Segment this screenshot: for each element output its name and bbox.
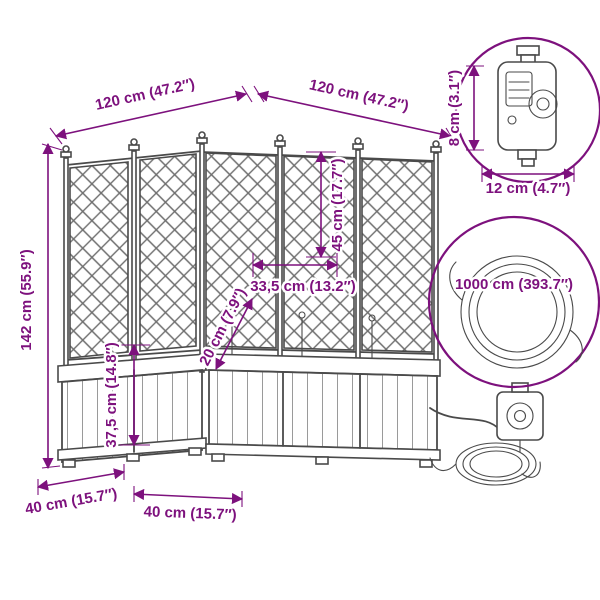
water-timer-detail-icon: [497, 45, 558, 167]
box-rim: [205, 353, 441, 377]
trellis-panel: [139, 153, 197, 352]
trellis-right-wing: [201, 151, 437, 355]
post: [63, 157, 69, 381]
dim-line-left-width: [54, 90, 248, 140]
ext-tick: [445, 127, 457, 145]
dim-front-depth-label: 40 cm (15.7″): [143, 503, 237, 523]
trellis-panel: [69, 161, 129, 359]
hose-coil-detail-icon: [449, 255, 583, 369]
hose-coil-icon: [429, 442, 541, 486]
trellis-left-wing: [65, 150, 203, 361]
irrigation-hose-and-timer: [429, 382, 544, 486]
dim-trellis-label: 45 cm (17.7″): [329, 158, 346, 251]
dim-line-stake: [215, 298, 253, 370]
post: [199, 143, 205, 373]
dim-hose-length-label: 1000 cm (393.7″): [455, 276, 573, 293]
box-body: [208, 369, 438, 451]
ext-tick: [49, 127, 63, 145]
water-timer-icon: [496, 391, 544, 441]
post: [355, 149, 361, 367]
post: [131, 150, 137, 377]
planter-drawing: [57, 131, 544, 486]
ext-tick: [253, 85, 265, 103]
timer-dial-center: [513, 409, 527, 423]
dim-right-width-label: 120 cm (47.2″): [308, 76, 411, 115]
box-foot: [315, 456, 329, 465]
dim-timer-width-label: 12 cm (4.7″): [486, 180, 571, 197]
box-foot: [126, 453, 140, 462]
ext-tick: [241, 85, 253, 103]
timer-dial-icon: [506, 402, 534, 430]
dim-line-front-depth: [132, 488, 244, 505]
box-foot: [188, 447, 202, 456]
trellis-panel: [361, 158, 433, 353]
dim-line-left-depth: [36, 468, 126, 491]
callout-circle: [454, 36, 600, 184]
callout-circle: [427, 215, 600, 389]
dim-timer-height-label: 8 cm (3.1″): [446, 70, 463, 146]
hose-callout: [427, 215, 600, 389]
ext-tick: [41, 143, 63, 151]
timer-callout: [454, 36, 600, 184]
box-foot: [62, 459, 76, 468]
box-foot: [211, 453, 225, 462]
dim-box-height-label: 37,5 cm (14.8″): [103, 342, 120, 448]
hose-path: [429, 407, 501, 431]
dim-line-right-width: [256, 90, 452, 140]
ext-tick: [41, 465, 61, 469]
dim-spacing-label: 33,5 cm (13.2″): [250, 278, 356, 295]
dim-height-label: 142 cm (55.9″): [18, 249, 35, 350]
post: [277, 146, 283, 369]
box-foot: [419, 459, 433, 468]
box-base: [205, 443, 441, 461]
